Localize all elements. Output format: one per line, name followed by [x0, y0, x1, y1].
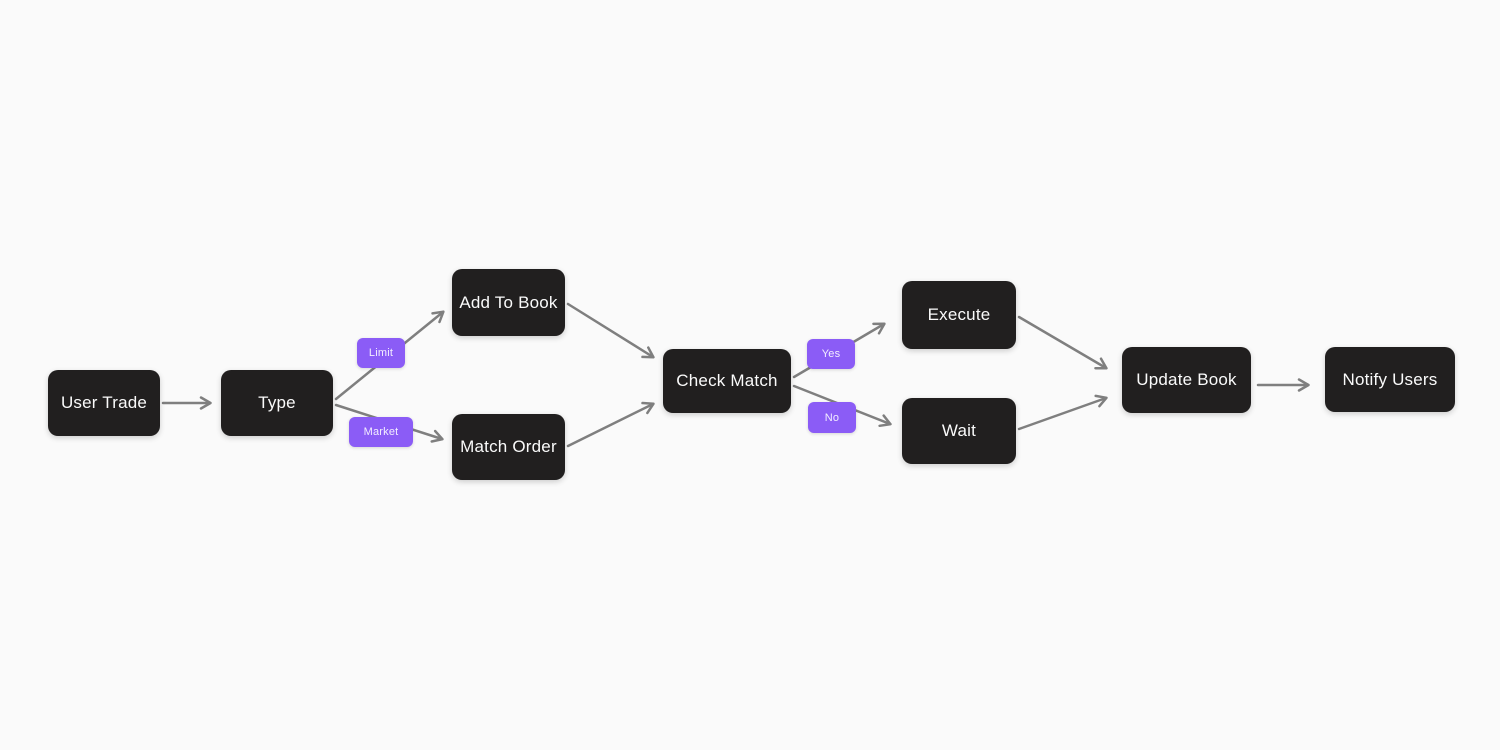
edge-label-no[interactable]: No	[808, 402, 856, 433]
node-add-to-book[interactable]: Add To Book	[452, 269, 565, 336]
edge-label-limit[interactable]: Limit	[357, 338, 405, 368]
node-check-match[interactable]: Check Match	[663, 349, 791, 413]
edge-execute-to-update-book	[1017, 315, 1108, 370]
node-wait[interactable]: Wait	[902, 398, 1016, 464]
node-user-trade[interactable]: User Trade	[48, 370, 160, 436]
edge-label-yes[interactable]: Yes	[807, 339, 855, 369]
node-update-book[interactable]: Update Book	[1122, 347, 1251, 413]
edge-label-market[interactable]: Market	[349, 417, 413, 447]
node-execute[interactable]: Execute	[902, 281, 1016, 349]
edge-match-order-to-check-match	[566, 401, 655, 448]
node-notify-users[interactable]: Notify Users	[1325, 347, 1455, 412]
node-type[interactable]: Type	[221, 370, 333, 436]
edge-wait-to-update-book	[1017, 394, 1108, 431]
node-match-order[interactable]: Match Order	[452, 414, 565, 480]
edge-add-to-book-to-check-match	[566, 302, 655, 359]
